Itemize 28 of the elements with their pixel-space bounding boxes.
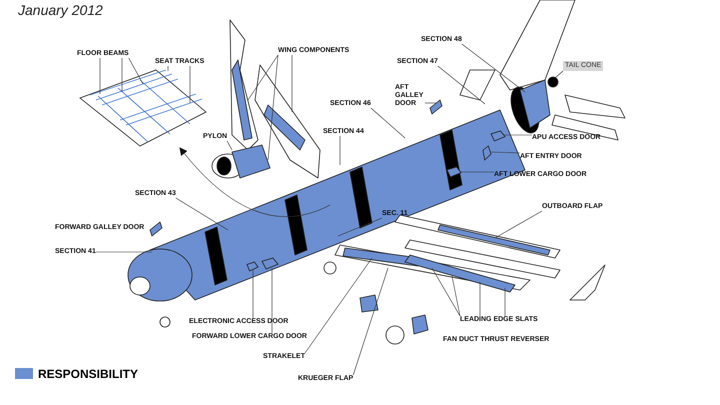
leader-line xyxy=(252,270,254,318)
leader-line xyxy=(504,288,506,316)
leader-line xyxy=(352,268,388,376)
door-panel-drawing xyxy=(446,166,462,178)
leader-line xyxy=(494,210,542,238)
door-panel-drawing xyxy=(261,257,279,270)
leader-line xyxy=(554,70,564,78)
leader-line xyxy=(226,140,232,150)
leader-line xyxy=(432,268,460,316)
leader-line xyxy=(304,258,372,354)
leader-line xyxy=(370,108,406,138)
leader-line xyxy=(128,58,144,84)
leader-line xyxy=(452,276,460,316)
leader-line xyxy=(438,66,486,104)
leader-line xyxy=(504,134,532,136)
leader-line xyxy=(338,218,382,236)
leader-line xyxy=(490,152,520,154)
door-panel-drawing xyxy=(482,145,492,161)
leader-line xyxy=(248,54,278,100)
leader-line xyxy=(424,102,436,104)
leader-line xyxy=(268,54,278,160)
door-panel-drawing xyxy=(246,261,259,272)
leader-line xyxy=(176,198,228,230)
arrow xyxy=(179,147,330,217)
door-panel-drawing xyxy=(490,130,506,142)
leader-line xyxy=(462,44,526,92)
date-heading: January 2012 xyxy=(18,2,103,18)
legend-label: RESPONSIBILITY xyxy=(38,367,138,381)
